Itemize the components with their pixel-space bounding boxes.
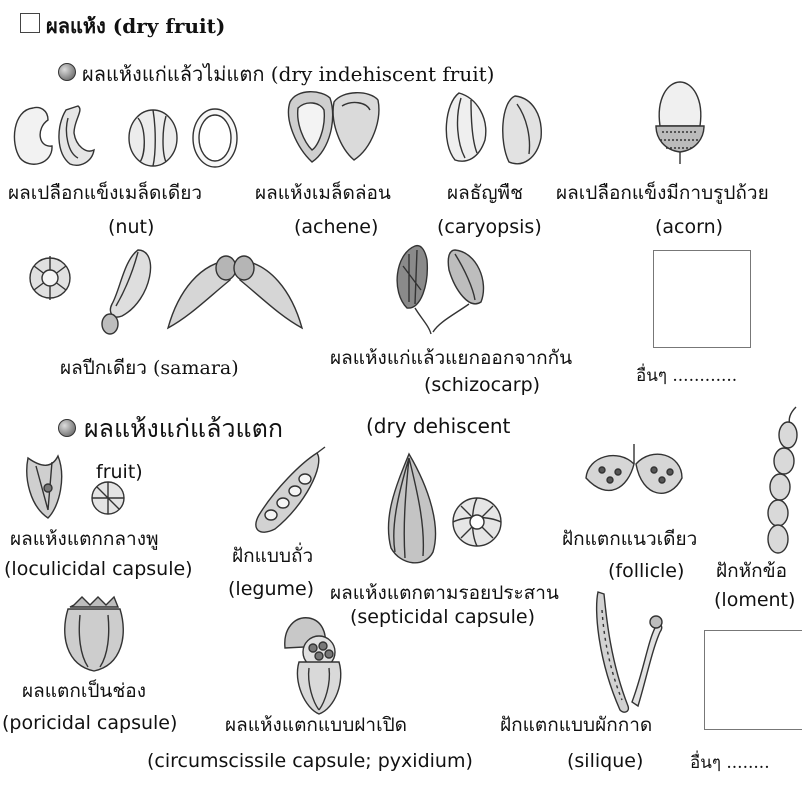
empty-image-box: [704, 630, 802, 730]
acorn-label-en: (acorn): [655, 216, 723, 238]
nut-label-thai: ผลเปลือกแข็งเมล็ดเดียว: [8, 182, 202, 204]
nut-illustration: [8, 98, 248, 178]
loculicidal-capsule-illustration: [18, 448, 128, 528]
loculicidal-label-en: (loculicidal capsule): [4, 558, 193, 580]
section-heading-dehiscent-en-2: fruit): [96, 461, 143, 483]
circumscissile-label-en: (circumscissile capsule; pyxidium): [147, 750, 473, 772]
nut-label-en: (nut): [108, 216, 154, 238]
schizocarp-label-thai: ผลแห้งแก่แล้วแยกออกจากกัน: [330, 347, 572, 369]
section-heading-dehiscent-thai: ผลแห้งแก่แล้วแตก: [84, 409, 283, 449]
septicidal-label-thai: ผลแห้งแตกตามรอยประสาน: [330, 582, 559, 604]
other-label-2: อื่นๆ ........: [690, 752, 770, 774]
loculicidal-label-thai: ผลแห้งแตกกลางพู: [10, 528, 159, 550]
loment-label-thai: ฝักหักข้อ: [716, 560, 787, 582]
acorn-label-thai: ผลเปลือกแข็งมีกาบรูปถ้วย: [556, 182, 769, 204]
section-heading-indehiscent: ผลแห้งแก่แล้วไม่แตก (dry indehiscent fru…: [82, 58, 494, 90]
legume-label-thai: ฝักแบบถั่ว: [232, 545, 313, 567]
follicle-label-en: (follicle): [608, 560, 684, 582]
bullet-icon: [58, 63, 76, 81]
caryopsis-label-en: (caryopsis): [437, 216, 542, 238]
samara-illustration: [20, 240, 320, 350]
poricidal-label-thai: ผลแตกเป็นช่อง: [22, 680, 146, 702]
legume-label-en: (legume): [228, 578, 314, 600]
follicle-illustration: [578, 438, 688, 518]
silique-illustration: [588, 590, 668, 715]
section-heading-dehiscent-en: (dry dehiscent: [366, 414, 510, 438]
follicle-label-thai: ฝักแตกแนวเดียว: [562, 528, 697, 550]
pyxidium-illustration: [275, 612, 365, 722]
acorn-illustration: [650, 78, 710, 168]
bullet-icon: [58, 419, 76, 437]
page-title: ผลแห้ง (dry fruit): [46, 10, 225, 42]
silique-label-en: (silique): [567, 750, 643, 772]
schizocarp-label-en: (schizocarp): [424, 374, 540, 396]
caryopsis-label-thai: ผลธัญพืช: [447, 182, 523, 204]
empty-checkbox-icon[interactable]: [20, 13, 40, 33]
empty-image-box: [653, 250, 751, 348]
septicidal-label-en: (septicidal capsule): [350, 606, 535, 628]
poricidal-label-en: (poricidal capsule): [2, 712, 177, 734]
silique-label-thai: ฝักแตกแบบผักกาด: [500, 714, 652, 736]
achene-illustration: [282, 88, 392, 173]
septicidal-capsule-illustration: [375, 448, 505, 573]
loment-label-en: (loment): [714, 589, 795, 611]
loment-illustration: [760, 405, 802, 575]
caryopsis-illustration: [437, 88, 567, 173]
legume-illustration: [245, 445, 335, 540]
achene-label-thai: ผลแห้งเมล็ดล่อน: [255, 182, 391, 204]
other-label-1: อื่นๆ ............: [636, 365, 737, 387]
poricidal-capsule-illustration: [60, 595, 130, 675]
samara-label: ผลปีกเดียว (samara): [60, 357, 239, 379]
circumscissile-label-thai: ผลแห้งแตกแบบฝาเปิด: [225, 714, 407, 736]
schizocarp-illustration: [385, 240, 495, 335]
achene-label-en: (achene): [294, 216, 378, 238]
